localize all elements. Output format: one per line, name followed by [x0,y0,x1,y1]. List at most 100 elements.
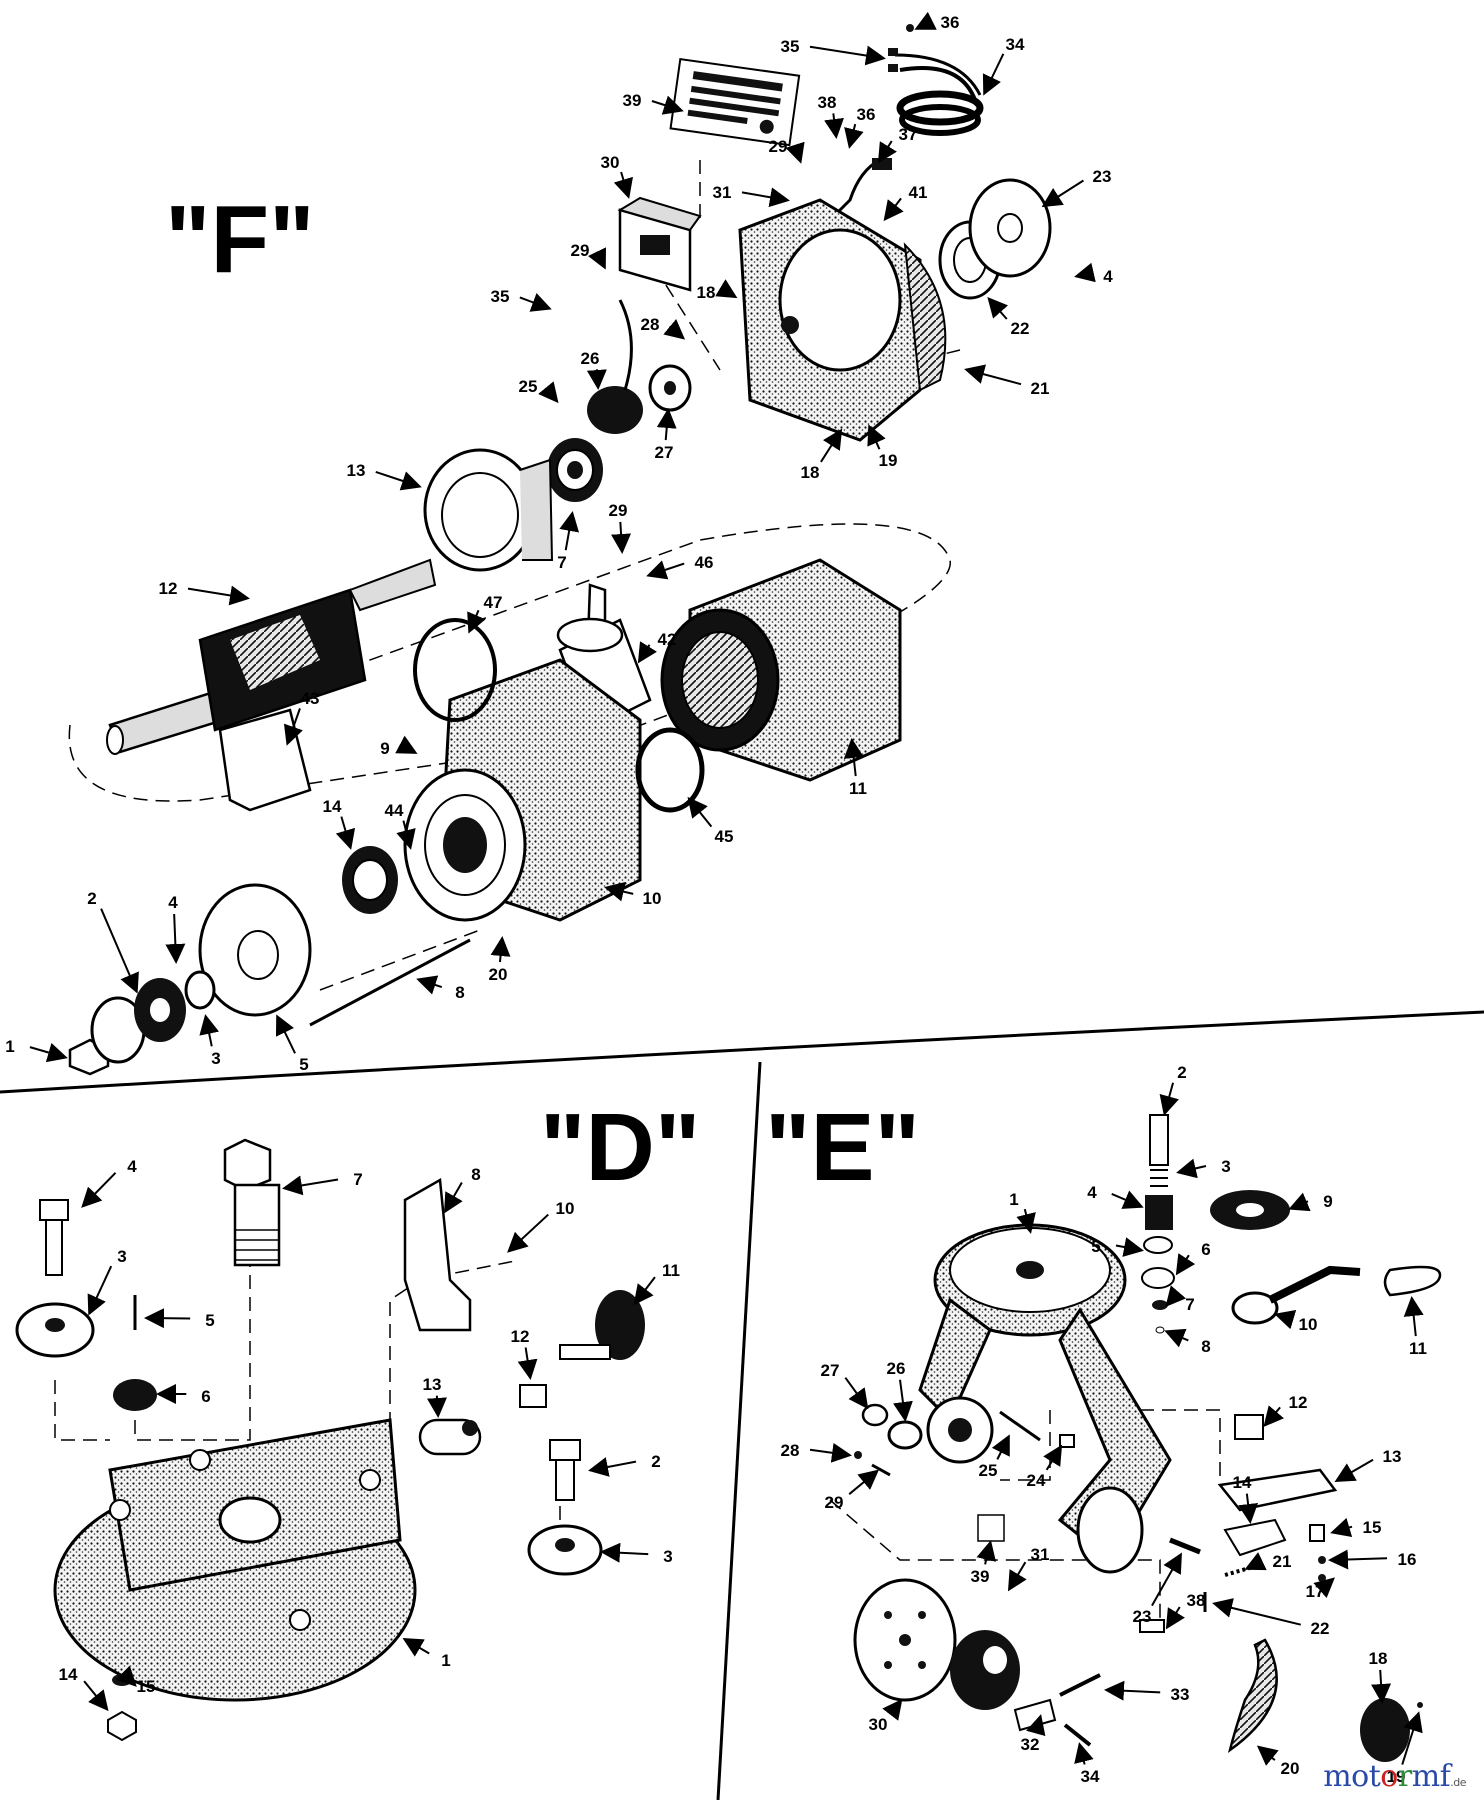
e-part-label: 16 [1398,1550,1417,1569]
f-part-label: 18 [697,283,716,302]
f-part-label: 5 [299,1055,308,1074]
e-part-label: 15 [1363,1518,1382,1537]
f-leader-7 [785,141,805,164]
detent-pin [871,1463,891,1477]
d-leader-4 [87,1265,113,1316]
fan [423,448,554,572]
f-part-label: 23 [1093,167,1112,186]
ball [1318,1556,1326,1564]
e-part-label: 3 [1221,1157,1230,1176]
e-part-label: 24 [1027,1471,1046,1490]
section-f-parts [68,24,1052,1076]
e-leader-18 [848,1469,880,1495]
f-part-label: 1 [5,1037,14,1056]
gasket-ring [635,727,705,813]
e-leader-35 [1401,1711,1423,1765]
gear-housing [403,658,642,922]
f-leader-8 [613,171,633,199]
f-part-label: 27 [655,443,674,462]
d-leader-12 [402,1637,430,1657]
f-leader-12 [588,247,606,270]
d-part-label: 1 [441,1651,450,1670]
f-leader-20 [964,364,1022,386]
f-leader-24 [375,470,422,491]
f-part-label: 39 [623,91,642,110]
f-leader-36 [687,796,713,828]
e-leader-22 [1328,1549,1388,1570]
e-leader-13 [1263,1405,1284,1428]
section-e-parts [829,1114,1442,1762]
d-part-label: 8 [471,1165,480,1184]
e-part-label: 18 [1369,1649,1388,1668]
f-part-label: 34 [1006,35,1025,54]
f-part-label: 28 [641,315,660,334]
d-part-label: 11 [662,1261,680,1280]
e-leader-6 [1016,1208,1036,1234]
nameplate [669,57,801,147]
f-leader-42 [29,1042,68,1063]
f-leader-1 [809,45,886,66]
set-pin [1139,1619,1165,1633]
f-part-label: 36 [857,105,876,124]
e-part-label: 21 [1273,1552,1292,1571]
e-leader-0 [1159,1082,1179,1116]
d-part-label: 6 [201,1387,210,1406]
f-part-label: 7 [557,553,566,572]
d-part-label: 14 [59,1665,78,1684]
f-leader-28 [187,585,250,606]
f-leader-37 [604,881,634,902]
f-leader-38 [100,908,139,994]
e-leader-33 [1256,1745,1279,1766]
e-part-label: 1 [1009,1190,1018,1209]
f-leader-21 [656,408,677,441]
f-leader-34 [335,816,356,850]
f-leader-2 [982,53,1005,96]
e-part-label: 8 [1201,1337,1210,1356]
bushing [887,1420,923,1450]
d-part-label: 7 [353,1170,362,1189]
f-leader-14 [715,279,738,299]
f-part-label: 26 [581,349,600,368]
d-leader-6 [633,1276,656,1306]
e-part-label: 29 [825,1493,844,1512]
e-part-label: 32 [1021,1735,1040,1754]
f-part-label: 36 [941,13,960,32]
armature [106,558,437,755]
e-part-label: 25 [979,1461,998,1480]
d-part-label: 12 [511,1327,530,1346]
end-bell-housing [738,198,947,442]
lock-cap [113,1379,157,1411]
brush-holder [587,299,692,434]
bracket [403,1177,472,1332]
f-part-label: 8 [455,983,464,1002]
spacer-ring [413,618,497,722]
f-part-label: 44 [385,801,404,820]
d-part-label: 3 [117,1247,126,1266]
e-leader-28 [1165,1606,1185,1630]
hex-bolt [39,1199,69,1276]
e-leader-8 [1274,1310,1297,1330]
f-leader-41 [416,975,443,995]
adjust-knob [559,1290,645,1360]
f-leader-13 [1074,262,1096,283]
lock-shoe [1223,1518,1287,1557]
nut [107,1710,137,1742]
watermark-logo: motormf.de [1323,1759,1466,1794]
f-part-label: 31 [713,183,732,202]
f-part-label: 21 [1031,379,1050,398]
e-part-label: 11 [1409,1339,1427,1358]
pin [519,1384,547,1408]
e-leader-17 [1334,1458,1374,1482]
e-leader-19 [1238,1493,1259,1524]
bearing-upper [547,438,603,502]
e-leader-7 [1165,1285,1187,1308]
f-leader-43 [199,1014,219,1047]
f-leader-31 [283,708,303,746]
d-part-label: 2 [651,1452,660,1471]
f-part-label: 25 [519,377,538,396]
f-leader-15 [987,297,1009,320]
